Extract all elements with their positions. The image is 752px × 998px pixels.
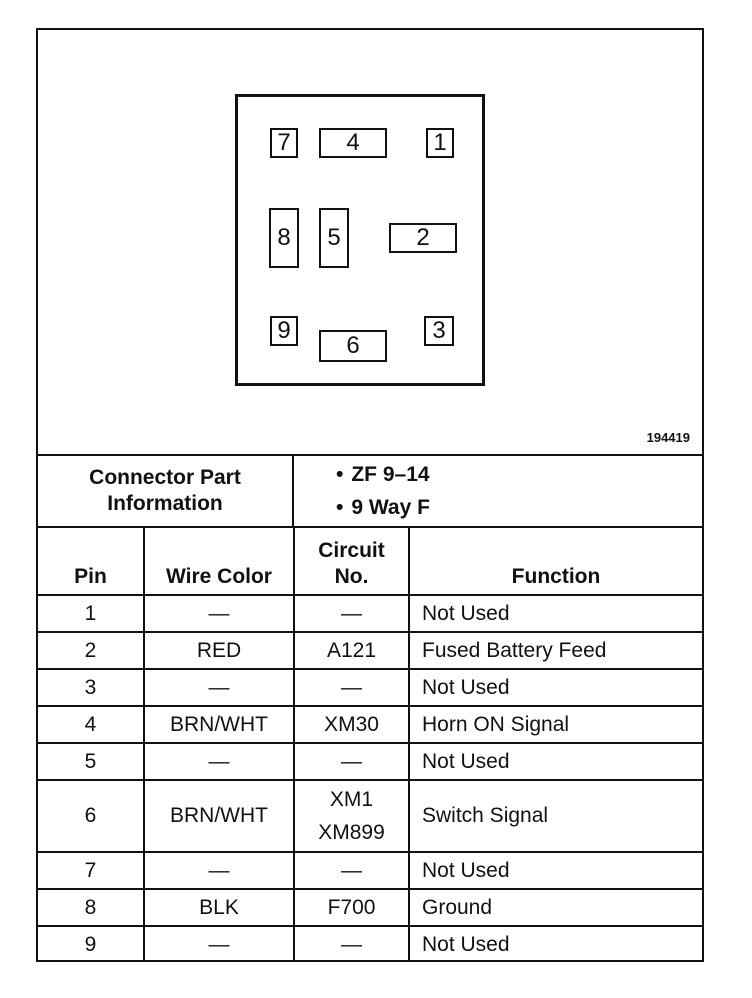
cell-pin: 3 (38, 668, 145, 707)
table-row: 5——Not Used (38, 742, 702, 781)
figure-number: 194419 (646, 430, 690, 445)
header-wire-color: Wire Color (143, 528, 295, 596)
cell-function: Ground (408, 888, 702, 927)
cell-function: Horn ON Signal (408, 705, 702, 744)
pin-cavity-1: 1 (426, 128, 454, 158)
header-circuit-line2: No. (334, 565, 369, 588)
cell-wire-color: — (143, 668, 295, 707)
table-row: 3——Not Used (38, 668, 702, 707)
cell-wire-color: — (143, 742, 295, 781)
table-row: 9——Not Used (38, 925, 702, 962)
cell-wire-color: BLK (143, 888, 295, 927)
cell-function: Not Used (408, 594, 702, 633)
connector-face: 7 4 1 8 5 2 9 6 3 (235, 94, 485, 386)
header-circuit-no: Circuit No. (293, 528, 410, 596)
cell-function: Not Used (408, 668, 702, 707)
cell-pin: 2 (38, 631, 145, 670)
cell-circuit-no: — (293, 594, 410, 633)
cell-wire-color: BRN/WHT (143, 779, 295, 853)
cell-pin: 7 (38, 851, 145, 890)
header-circuit-line1: Circuit (318, 539, 385, 562)
cell-pin: 5 (38, 742, 145, 781)
cell-circuit-no: — (293, 925, 410, 962)
part-number-text: ZF 9–14 (351, 463, 430, 486)
cell-pin: 8 (38, 888, 145, 927)
connector-info-label: Connector Part Information (38, 456, 294, 526)
pin-cavity-8: 8 (269, 208, 299, 268)
pin-cavity-7: 7 (270, 128, 298, 158)
cell-circuit-no: — (293, 668, 410, 707)
connector-sheet: 7 4 1 8 5 2 9 6 3 194419 Connector Part … (36, 28, 704, 962)
pin-cavity-5: 5 (319, 208, 349, 268)
cell-function: Not Used (408, 742, 702, 781)
info-label-line2: Information (107, 492, 223, 515)
cell-wire-color: — (143, 925, 295, 962)
cell-circuit-no: F700 (293, 888, 410, 927)
cell-circuit-no: XM30 (293, 705, 410, 744)
bullet-icon: • (336, 463, 344, 486)
cell-wire-color: BRN/WHT (143, 705, 295, 744)
cell-wire-color: RED (143, 631, 295, 670)
cell-wire-color: — (143, 851, 295, 890)
pin-cavity-9: 9 (270, 316, 298, 346)
circuit-number: XM899 (318, 821, 385, 844)
pin-table: Pin Wire Color Circuit No. Function 1——N… (38, 528, 702, 962)
cell-wire-color: — (143, 594, 295, 633)
info-label-line1: Connector Part (89, 466, 241, 489)
table-header-row: Pin Wire Color Circuit No. Function (38, 528, 702, 596)
cell-pin: 6 (38, 779, 145, 853)
connector-info-values: • ZF 9–14 • 9 Way F (294, 456, 702, 526)
connector-part-info: Connector Part Information • ZF 9–14 • 9 W… (38, 456, 702, 528)
info-value-way: • 9 Way F (336, 491, 702, 524)
cell-circuit-no: — (293, 742, 410, 781)
cell-pin: 9 (38, 925, 145, 962)
pin-cavity-3: 3 (424, 316, 454, 346)
cell-function: Not Used (408, 851, 702, 890)
cell-pin: 1 (38, 594, 145, 633)
cell-function: Fused Battery Feed (408, 631, 702, 670)
bullet-icon: • (336, 496, 344, 519)
pin-cavity-6: 6 (319, 330, 387, 362)
table-row: 7——Not Used (38, 851, 702, 890)
cell-function: Switch Signal (408, 779, 702, 853)
header-function: Function (408, 528, 702, 596)
cell-function: Not Used (408, 925, 702, 962)
cell-circuit-no: A121 (293, 631, 410, 670)
pin-cavity-2: 2 (389, 223, 457, 253)
header-pin: Pin (38, 528, 145, 596)
table-row: 1——Not Used (38, 594, 702, 633)
circuit-number: XM1 (329, 788, 374, 811)
pin-cavity-4: 4 (319, 128, 387, 158)
connector-diagram: 7 4 1 8 5 2 9 6 3 194419 (38, 30, 702, 456)
cell-circuit-no: — (293, 851, 410, 890)
way-text: 9 Way F (351, 496, 430, 519)
cell-pin: 4 (38, 705, 145, 744)
info-value-part-number: • ZF 9–14 (336, 458, 702, 491)
